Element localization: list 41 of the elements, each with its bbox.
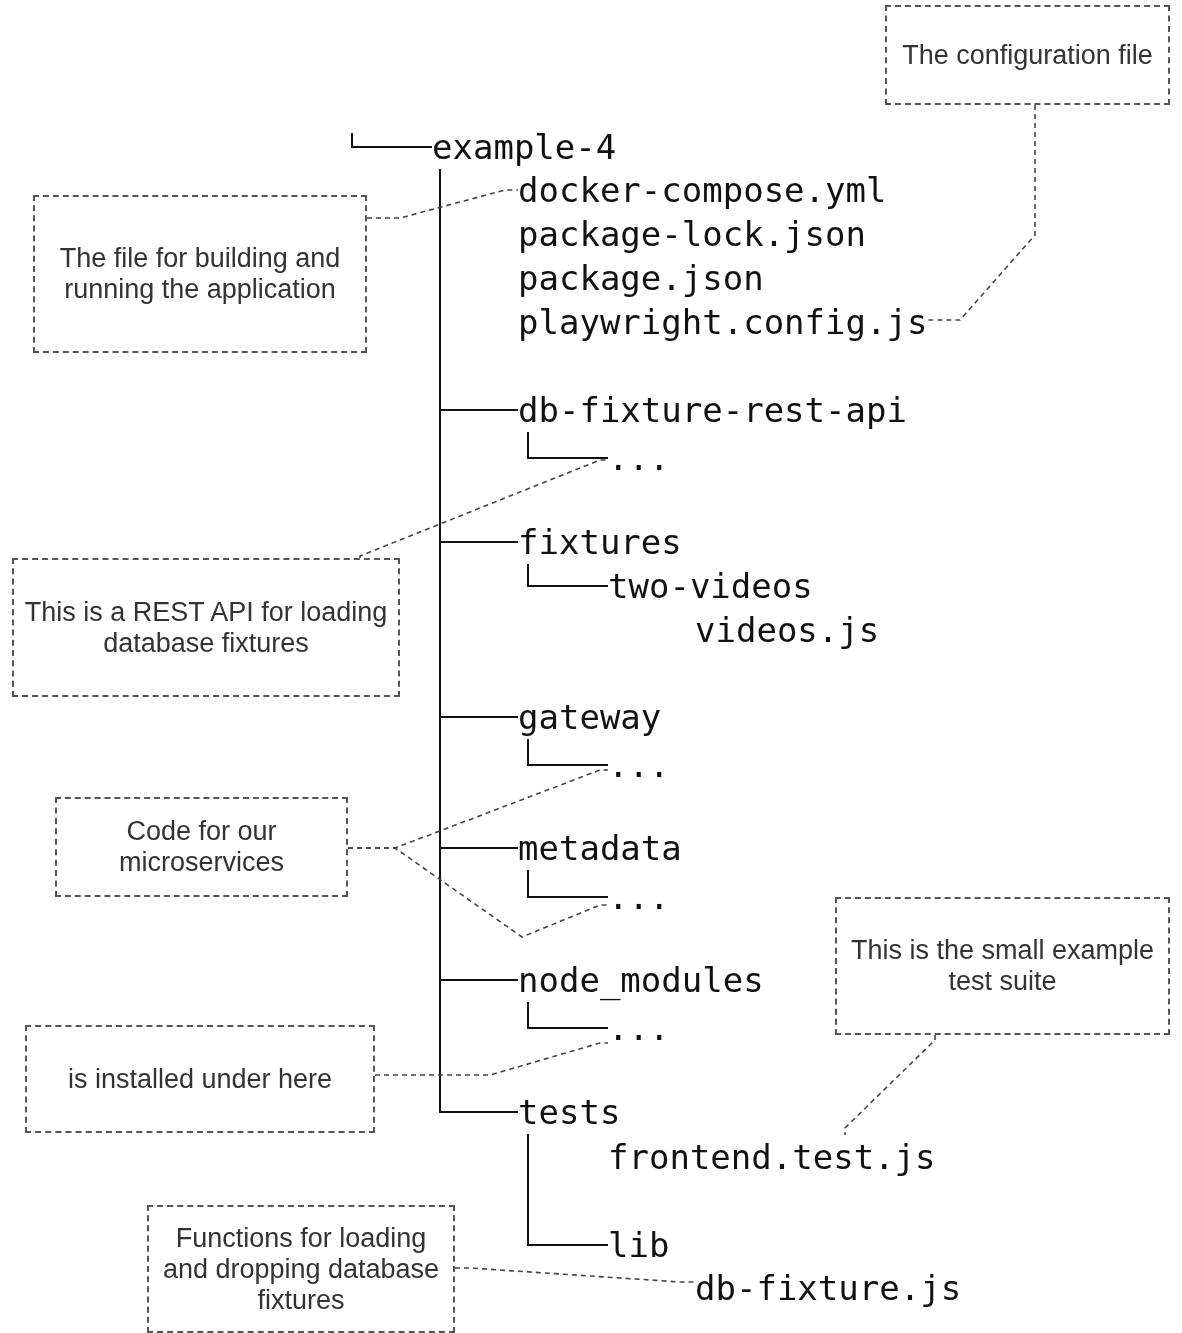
tree-line [527, 1001, 609, 1029]
file-name: docker-compose.yml [518, 168, 887, 212]
leader-line [926, 104, 1036, 321]
leader-line [844, 1034, 936, 1136]
callout-note: The file for building and running the application [33, 195, 367, 353]
leader-line [359, 459, 609, 559]
leader-line [374, 1042, 609, 1076]
ellipsis-text: ... [608, 436, 670, 480]
tree-line [527, 738, 609, 766]
ellipsis-text: ... [608, 1006, 670, 1050]
file-name: db-fixture.js [695, 1266, 962, 1310]
tree-line [527, 869, 609, 898]
file-name: package.json [518, 256, 764, 300]
tree-line [527, 563, 609, 587]
callout-note: This is the small example test suite [835, 897, 1170, 1035]
folder-name: example-4 [432, 125, 617, 169]
folder-name: node_modules [518, 958, 764, 1002]
ellipsis-text: ... [608, 743, 670, 787]
leader-line [366, 189, 519, 219]
leader-line [454, 1267, 696, 1283]
leader-line [347, 847, 609, 938]
callout-note: Code for our microservices [55, 797, 348, 897]
callout-note: The configuration file [885, 5, 1170, 105]
tree-line [351, 132, 433, 148]
file-name: package-lock.json [518, 212, 866, 256]
callout-note: This is a REST API for loading database fixtures [12, 558, 400, 697]
folder-name: fixtures [518, 520, 682, 564]
folder-name: two-videos [608, 564, 813, 608]
tree-line [527, 1133, 609, 1246]
folder-name: gateway [518, 695, 662, 739]
folder-name: tests [518, 1090, 621, 1134]
file-name: playwright.config.js [518, 300, 928, 344]
callout-note: is installed under here [25, 1025, 375, 1133]
folder-name: db-fixture-rest-api [518, 388, 907, 432]
tree-line [527, 431, 609, 459]
file-name: videos.js [695, 608, 880, 652]
ellipsis-text: ... [608, 875, 670, 919]
file-name: frontend.test.js [608, 1135, 936, 1179]
callout-note: Functions for loading and dropping database fixtures [147, 1205, 455, 1333]
folder-name: lib [608, 1223, 670, 1267]
folder-name: metadata [518, 826, 682, 870]
